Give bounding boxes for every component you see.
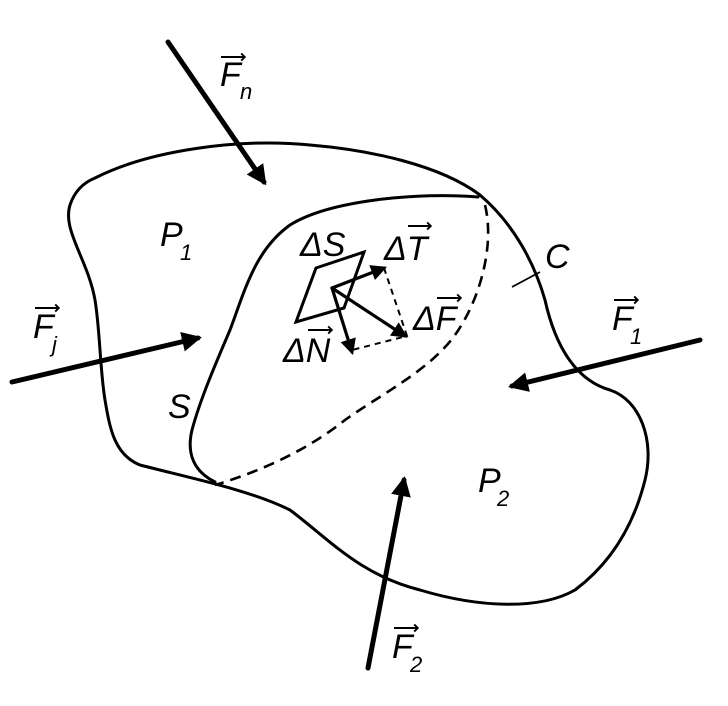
svg-text:F: F xyxy=(612,300,635,338)
c-pointer-line xyxy=(511,271,541,288)
svg-text:F: F xyxy=(392,628,415,666)
force-fn-arrow xyxy=(165,39,267,186)
label-f1: F 1 xyxy=(612,300,642,349)
vector-delta-n xyxy=(330,286,356,356)
area-element xyxy=(293,249,367,325)
svg-text:1: 1 xyxy=(180,240,192,265)
svg-text:j: j xyxy=(49,332,58,357)
cutting-surface xyxy=(188,194,480,484)
label-fn: F n xyxy=(220,56,252,104)
svg-text:n: n xyxy=(240,79,252,104)
svg-text:ΔF: ΔF xyxy=(412,300,459,338)
svg-text:F: F xyxy=(220,56,243,94)
svg-text:P: P xyxy=(478,462,501,500)
label-c: C xyxy=(545,238,570,276)
label-fj: F j xyxy=(33,308,58,357)
svg-text:ΔT: ΔT xyxy=(383,230,430,268)
label-delta-n: ΔN xyxy=(282,330,331,370)
label-delta-s: ΔS xyxy=(299,226,346,264)
label-p1: P 1 xyxy=(160,216,192,265)
force-fj-arrow xyxy=(9,331,202,385)
force-f2-arrow xyxy=(365,476,411,671)
force-f1-arrow xyxy=(508,337,703,392)
vector-delta-t xyxy=(330,265,387,290)
body-outline xyxy=(67,141,650,606)
label-p2: P 2 xyxy=(478,462,509,511)
cutting-surface-hidden xyxy=(214,204,490,487)
svg-text:1: 1 xyxy=(630,324,642,349)
svg-text:2: 2 xyxy=(496,486,509,511)
svg-text:ΔN: ΔN xyxy=(282,332,331,370)
svg-text:2: 2 xyxy=(409,652,422,677)
label-delta-t: ΔT xyxy=(383,226,430,268)
label-s: S xyxy=(168,388,191,426)
label-delta-f: ΔF xyxy=(412,298,459,338)
vector-delta-f xyxy=(330,286,408,338)
svg-text:F: F xyxy=(33,308,56,346)
svg-text:P: P xyxy=(160,216,183,254)
decomposition-dashes xyxy=(351,267,409,351)
label-f2: F 2 xyxy=(392,628,422,677)
